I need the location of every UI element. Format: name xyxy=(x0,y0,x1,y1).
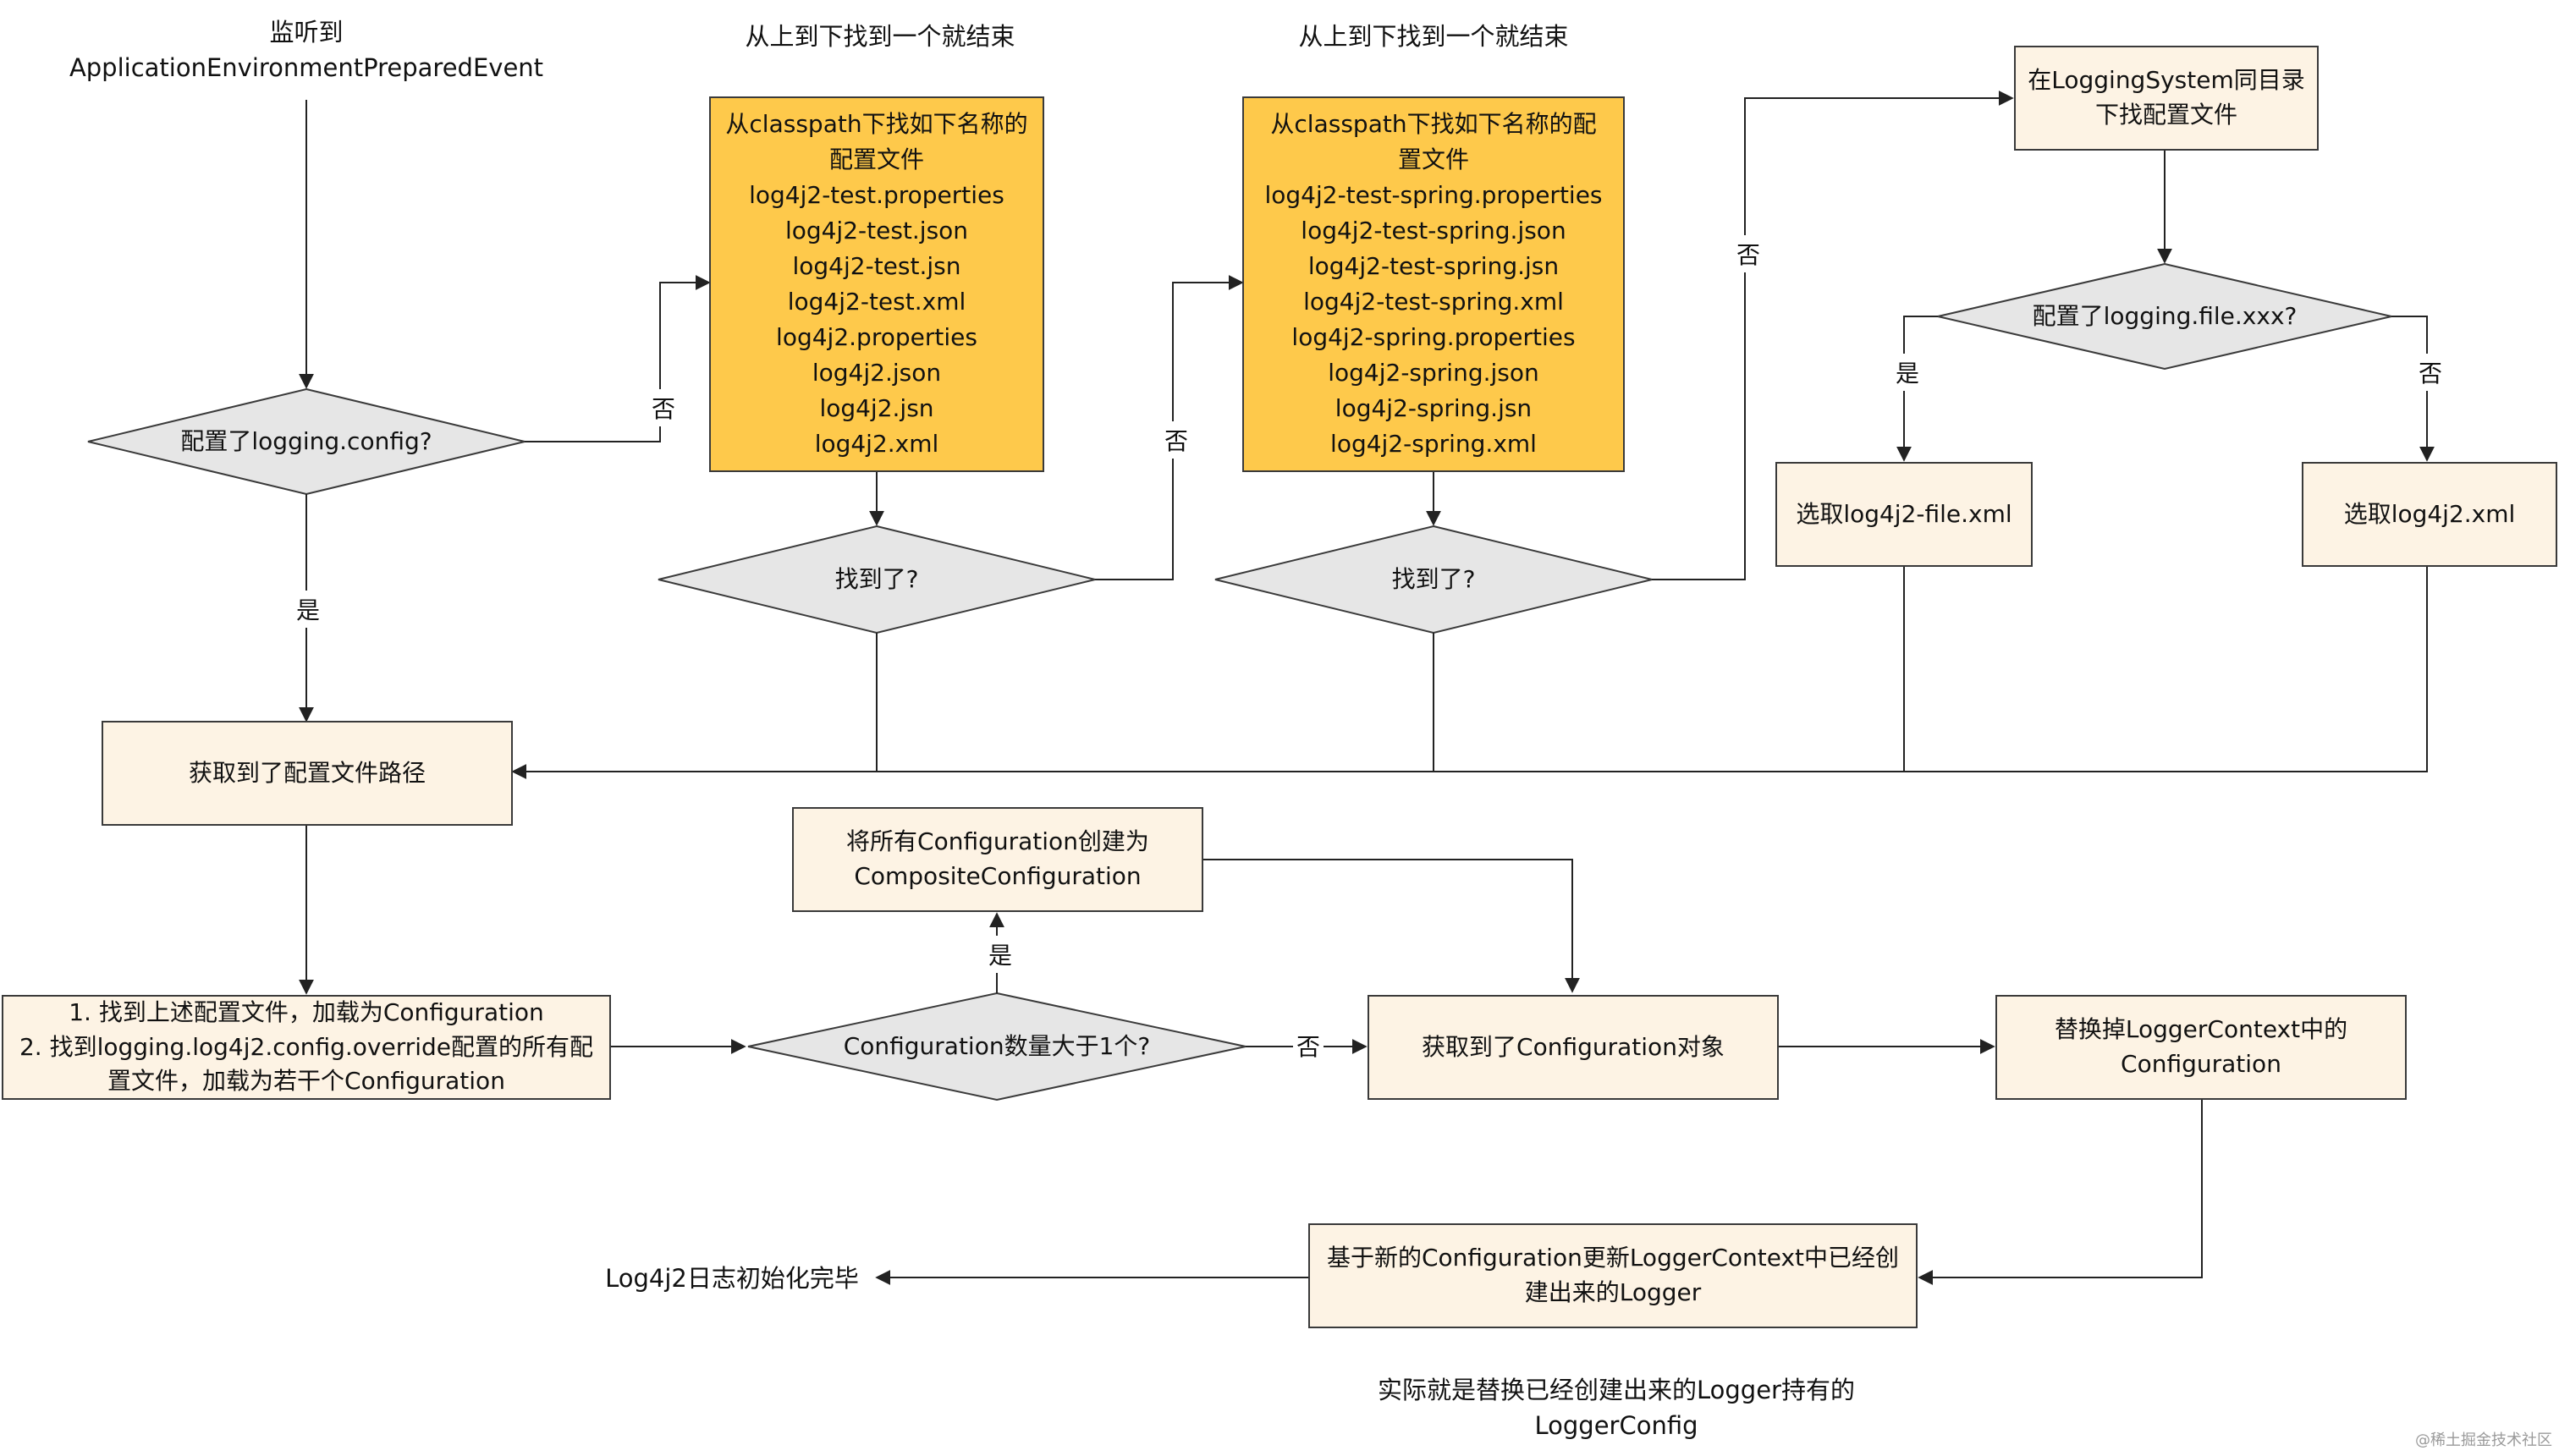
edge-label-config-no: 否 xyxy=(648,389,680,426)
composite-config-box: 将所有Configuration创建为 CompositeConfigurati… xyxy=(792,807,1203,912)
decision-logging-file-diamond xyxy=(1937,262,2392,371)
start-label-line-2: ApplicationEnvironmentPreparedEvent xyxy=(69,53,544,82)
config-path-box: 获取到了配置文件路径 xyxy=(102,721,513,826)
edge-label-found2-no: 否 xyxy=(1733,235,1764,272)
classpath-box-2: 从classpath下找如下名称的配 置文件 log4j2-test-sprin… xyxy=(1242,96,1625,472)
decision-found-2-text: 找到了? xyxy=(1391,564,1476,593)
edge-found2-no xyxy=(1652,91,2014,580)
select-file-config-box: 选取log4j2-file.xml xyxy=(1775,462,2033,567)
bottom-note: 实际就是替换已经创建出来的Logger持有的 LoggerConfig xyxy=(1378,1375,1855,1440)
note-search-order-2: 从上到下找到一个就结束 xyxy=(1298,21,1569,51)
load-config-box: 1. 找到上述配置文件，加载为Configuration 2. 找到loggin… xyxy=(2,995,611,1100)
edge-config-no xyxy=(525,275,711,442)
edge-replace-update xyxy=(1918,1100,2203,1285)
note-search-order-1: 从上到下找到一个就结束 xyxy=(745,21,1015,51)
replace-config-box: 替换掉LoggerContext中的 Configuration xyxy=(1995,995,2407,1100)
edge-logfile-yes xyxy=(1896,316,1938,462)
edge-label-logfile-no: 否 xyxy=(2415,354,2446,391)
decision-count-text: Configuration数量大于1个? xyxy=(843,1031,1151,1060)
end-label: Log4j2日志初始化完毕 xyxy=(605,1263,859,1293)
watermark: @稀土掘金技术社区 xyxy=(2415,1431,2552,1449)
configuration-object-box: 获取到了Configuration对象 xyxy=(1368,995,1779,1100)
update-loggers-box: 基于新的Configuration更新LoggerContext中已经创 建出来… xyxy=(1308,1223,1918,1328)
edge-label-config-yes: 是 xyxy=(293,591,324,628)
edge-composite-got xyxy=(1203,859,1580,993)
edge-label-found1-no: 否 xyxy=(1161,421,1192,459)
edge-label-logfile-yes: 是 xyxy=(1892,354,1923,391)
decision-config-text: 配置了logging.config? xyxy=(180,426,432,455)
edge-label-count-yes: 是 xyxy=(985,936,1016,973)
edge-selectdefault-return xyxy=(511,567,2428,779)
start-label-line-1: 监听到 xyxy=(269,17,344,47)
edge-logfile-no xyxy=(2391,316,2435,462)
start-label: 监听到 ApplicationEnvironmentPreparedEvent xyxy=(68,3,545,96)
decision-logging-file-text: 配置了logging.file.xxx? xyxy=(2032,301,2298,330)
logging-system-box: 在LoggingSystem同目录 下找配置文件 xyxy=(2014,46,2319,151)
decision-found-1-text: 找到了? xyxy=(834,564,919,593)
decision-count-diamond xyxy=(747,992,1246,1102)
select-default-config-box: 选取log4j2.xml xyxy=(2302,462,2557,567)
classpath-box-1: 从classpath下找如下名称的 配置文件 log4j2-test.prope… xyxy=(709,96,1044,472)
edge-label-count-no: 否 xyxy=(1293,1027,1324,1064)
